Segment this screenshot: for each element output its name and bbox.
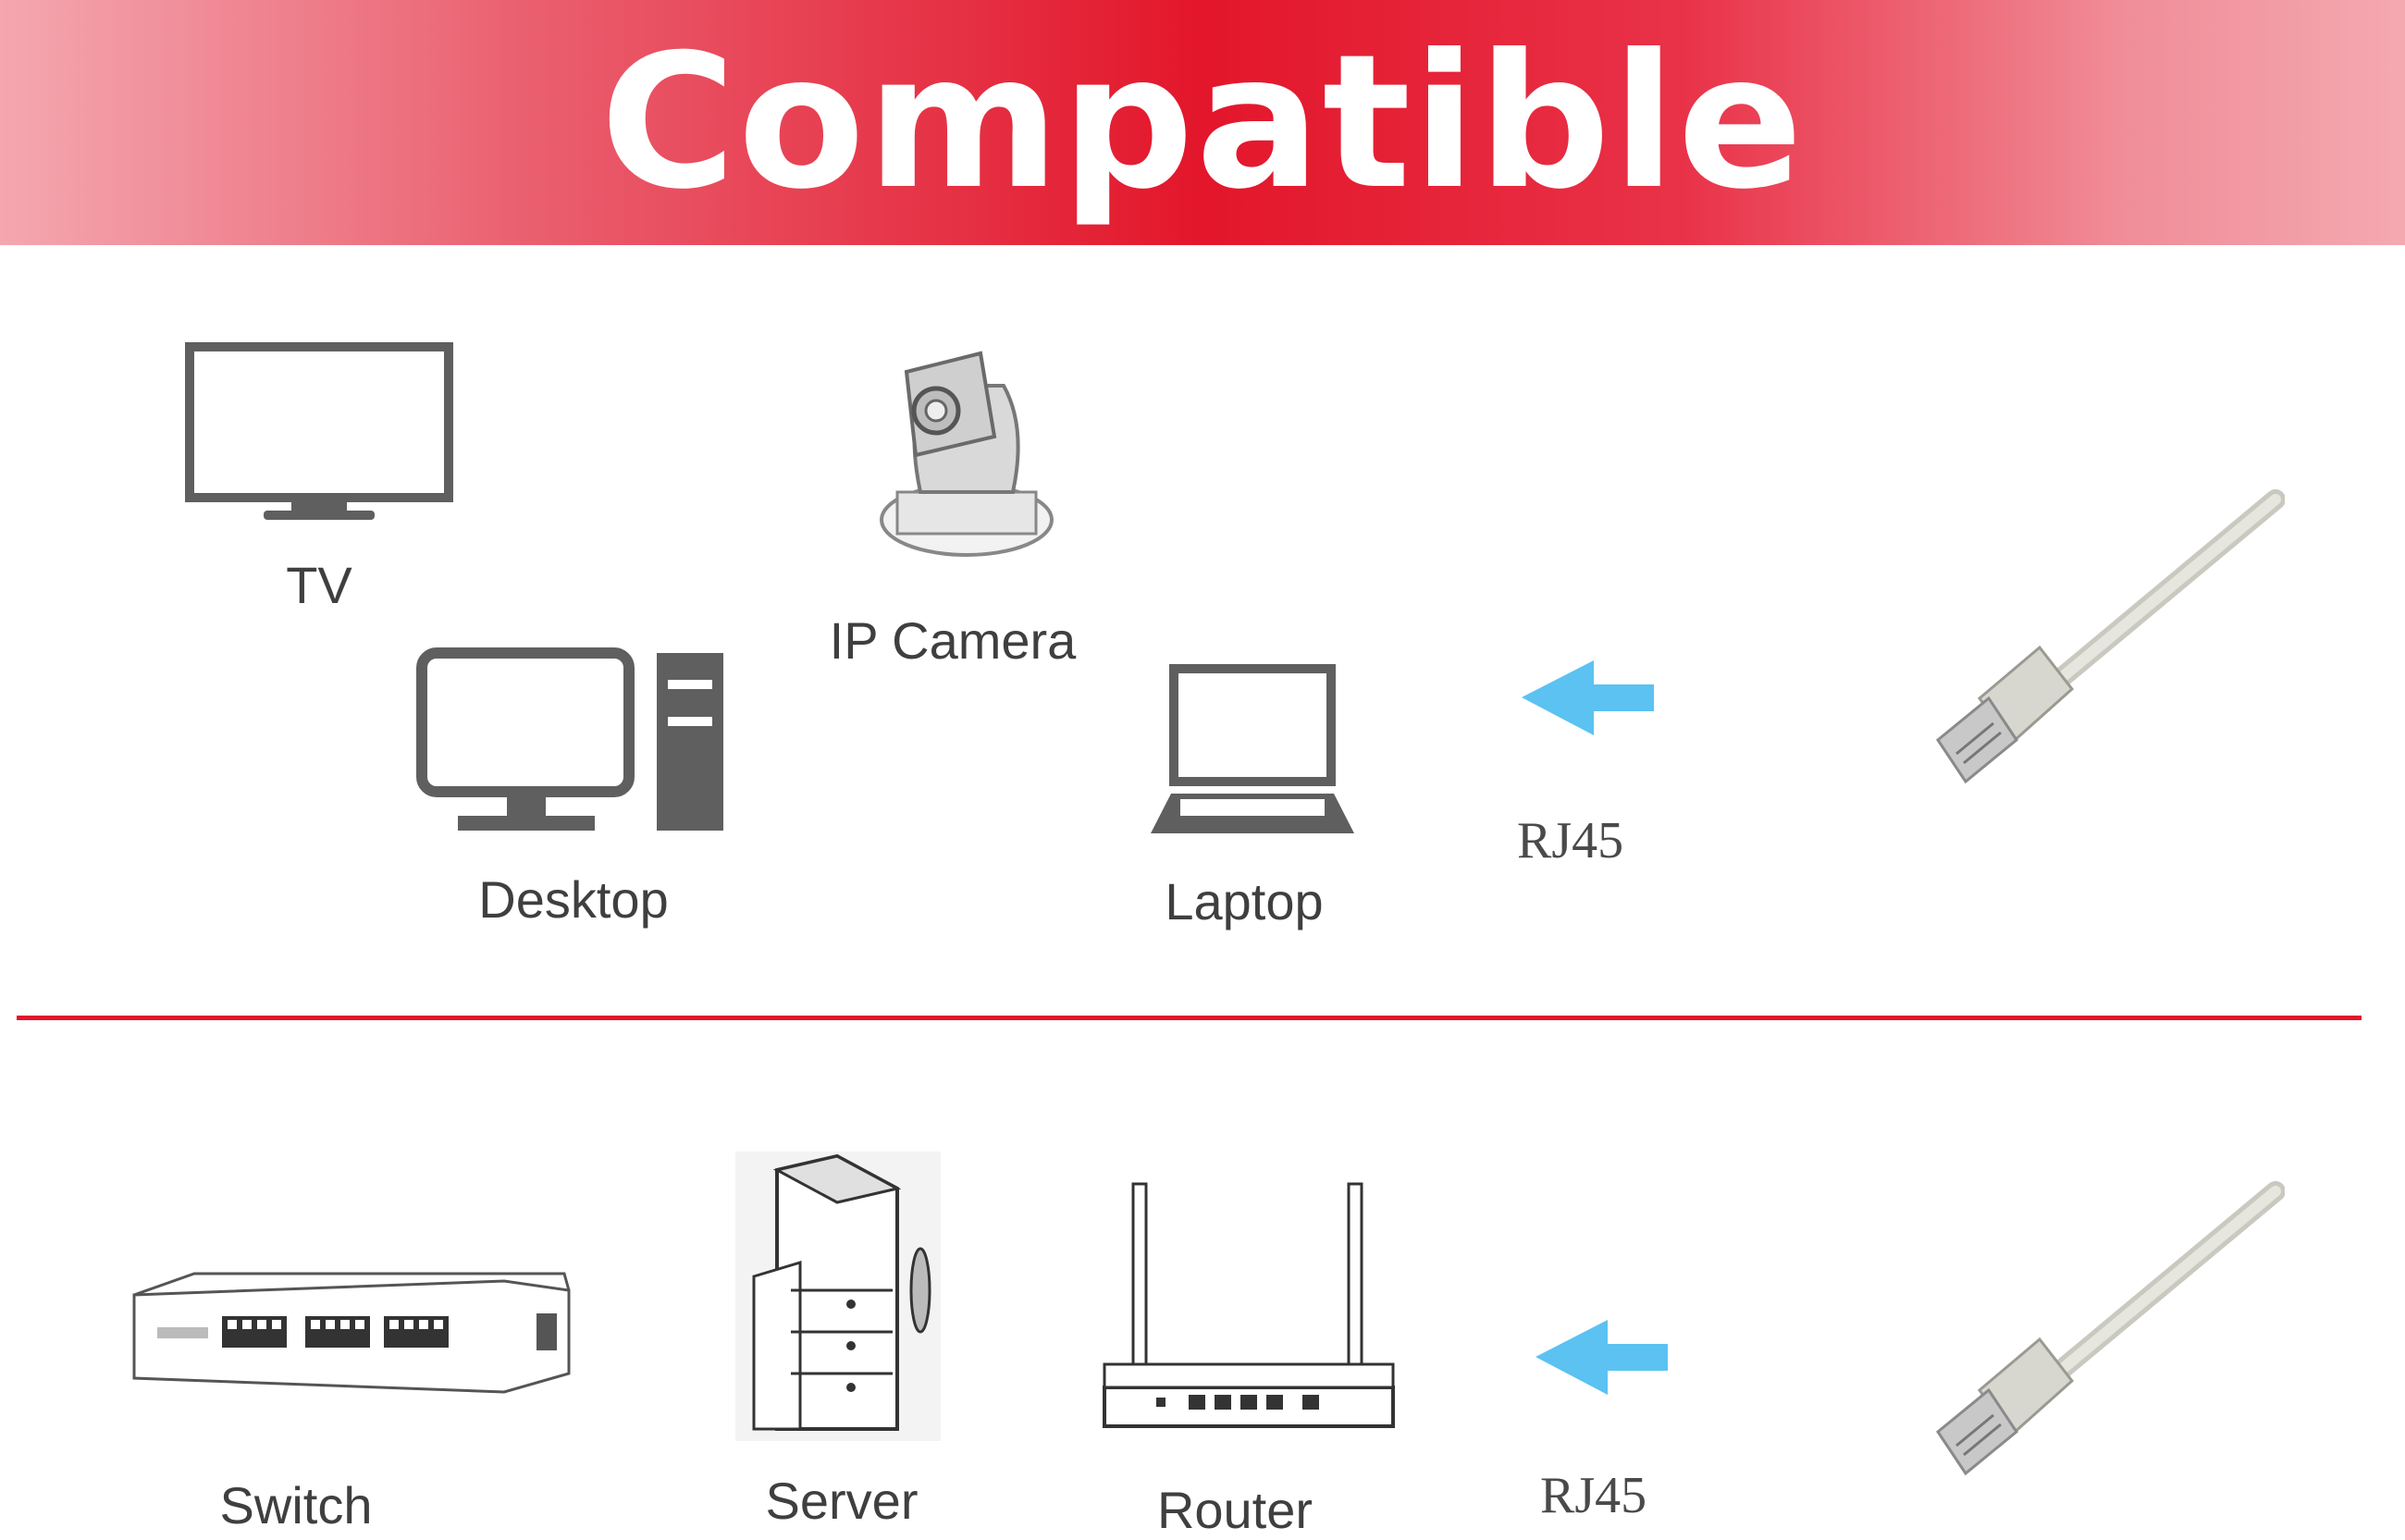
rj45-label-bottom: RJ45 [1540, 1467, 1647, 1524]
server-label: Server [765, 1472, 919, 1530]
laptop-icon [1151, 664, 1354, 833]
banner-title: Compatible [599, 15, 1806, 230]
ip-camera-icon [880, 351, 1054, 557]
router-label: Router [1156, 1481, 1314, 1539]
router-icon [1103, 1182, 1395, 1428]
switch-icon [132, 1272, 571, 1394]
rj45-label-top: RJ45 [1517, 812, 1624, 869]
desktop-icon [416, 647, 723, 831]
tv-icon [185, 342, 453, 520]
tv-label: TV [286, 556, 352, 614]
ethernet-cable-icon [1935, 489, 2285, 784]
desktop-label: Desktop [478, 870, 669, 929]
section-divider [17, 1016, 2362, 1020]
ethernet-cable-icon [1935, 1181, 2285, 1476]
server-icon [735, 1152, 941, 1441]
laptop-label: Laptop [1165, 872, 1324, 930]
switch-label: Switch [219, 1476, 373, 1534]
arrow-left-icon [1522, 660, 1654, 735]
banner [0, 0, 2405, 245]
ip-camera-label: IP Camera [829, 611, 1077, 670]
arrow-left-icon [1536, 1320, 1668, 1395]
